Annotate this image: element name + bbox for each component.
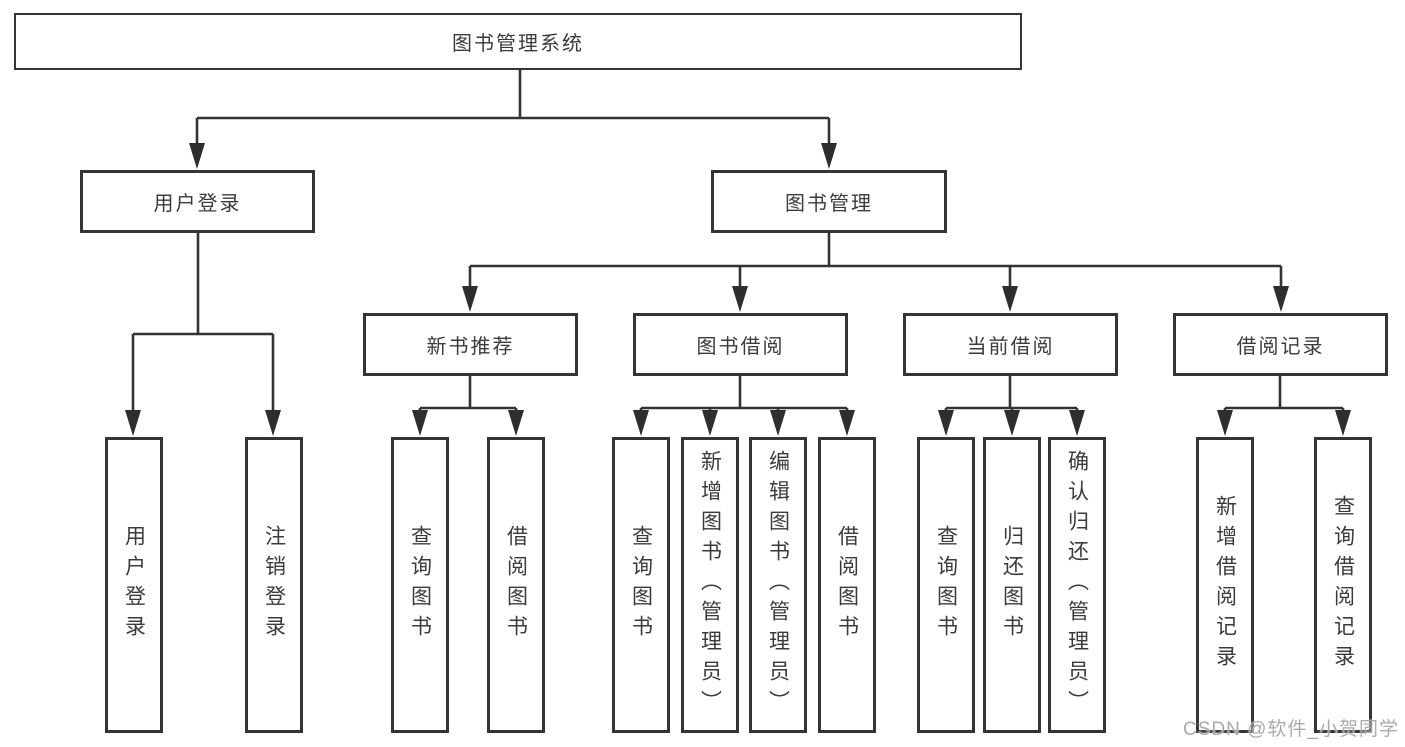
leaf-query-books-current: 查询图书: [917, 437, 975, 733]
leaf-logout-login: 注销登录: [245, 437, 303, 733]
leaf-add-borrow-record: 新增借阅记录: [1196, 437, 1254, 733]
leaf-query-borrow-record: 查询借阅记录: [1314, 437, 1372, 733]
leaf-query-books-recommend: 查询图书: [391, 437, 449, 733]
node-borrowing-records: 借阅记录: [1173, 313, 1388, 376]
leaf-borrow-books-recommend: 借阅图书: [487, 437, 545, 733]
leaf-query-books-borrowing: 查询图书: [612, 437, 670, 733]
leaf-return-books: 归还图书: [983, 437, 1041, 733]
leaf-add-books-admin: 新增图书（管理员）: [681, 437, 739, 733]
leaf-borrow-books-borrowing: 借阅图书: [818, 437, 876, 733]
leaf-confirm-return-admin: 确认归还（管理员）: [1048, 437, 1106, 733]
node-book-borrowing: 图书借阅: [633, 313, 848, 376]
node-new-book-recommend: 新书推荐: [363, 313, 578, 376]
node-root: 图书管理系统: [14, 13, 1022, 70]
csdn-watermark: CSDN @软件_小贺同学: [1183, 719, 1399, 740]
node-current-borrowing: 当前借阅: [903, 313, 1118, 376]
leaf-user-login: 用户登录: [105, 437, 163, 733]
leaf-edit-books-admin: 编辑图书（管理员）: [749, 437, 807, 733]
node-user-login: 用户登录: [80, 170, 315, 233]
node-book-management: 图书管理: [711, 170, 947, 233]
